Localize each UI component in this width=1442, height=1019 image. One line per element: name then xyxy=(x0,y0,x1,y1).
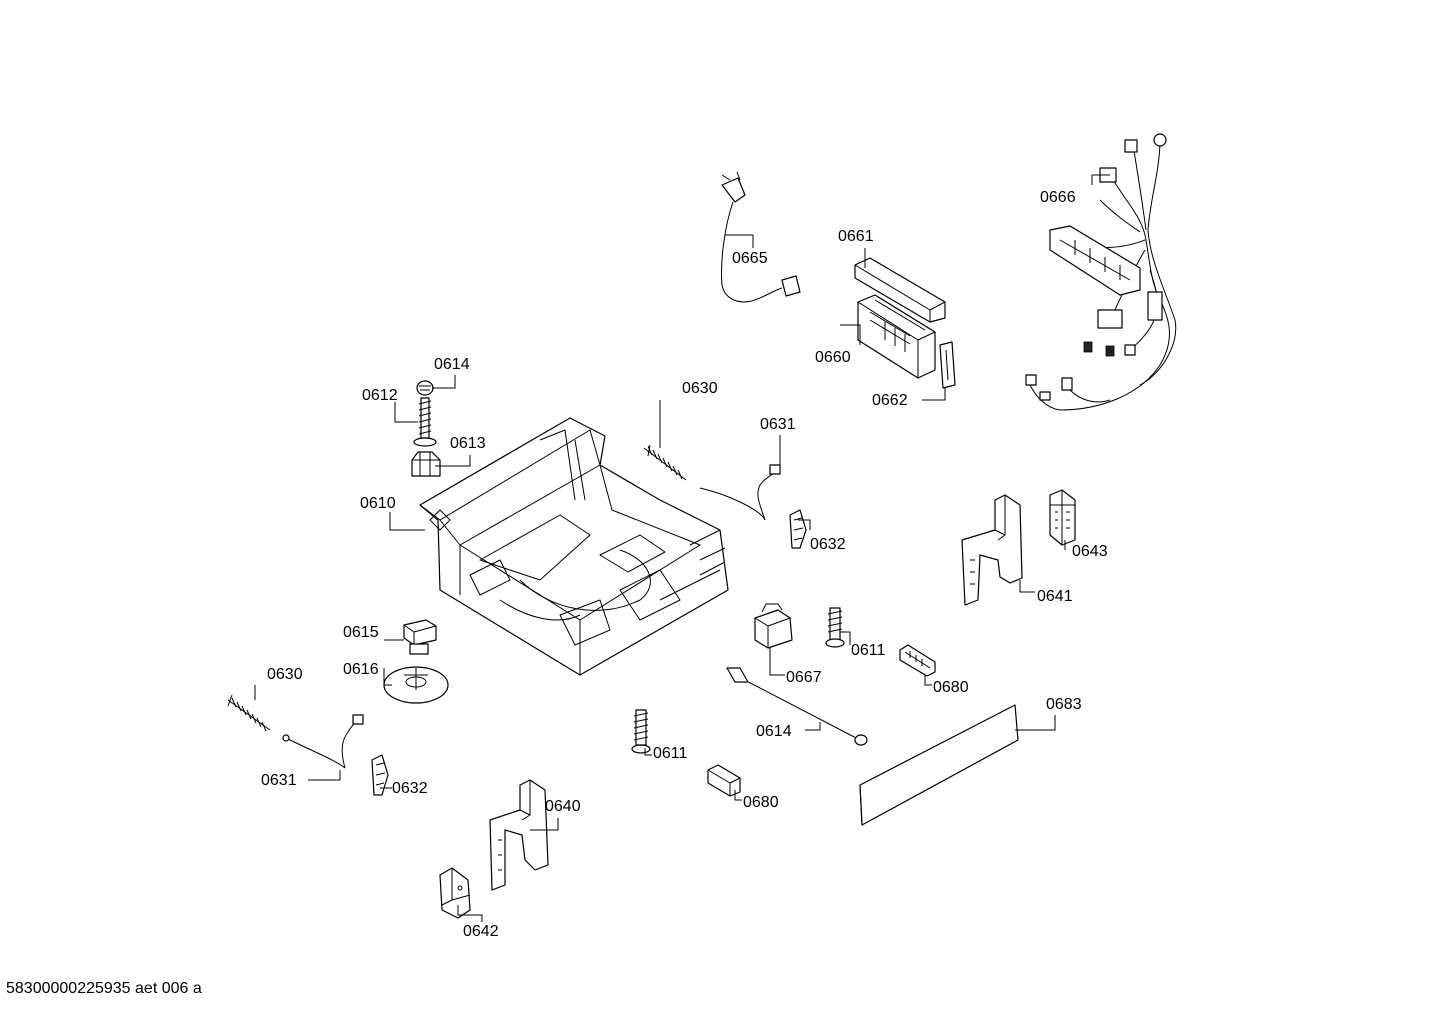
label-0611: 0611 xyxy=(653,745,688,762)
label-0680: 0680 xyxy=(743,794,779,811)
clip-0680-lower-part[interactable] xyxy=(707,764,741,797)
label-0641: 0641 xyxy=(1037,588,1073,605)
bracket-0640-part[interactable] xyxy=(489,779,549,891)
label-0630: 0630 xyxy=(682,380,718,397)
threaded-foot-0611-lower-part[interactable] xyxy=(631,709,651,754)
label-0614: 0614 xyxy=(434,356,470,373)
label-0666: 0666 xyxy=(1040,189,1076,206)
clip-0632-upper-part[interactable] xyxy=(789,509,807,549)
label-0661: 0661 xyxy=(838,228,874,245)
bracket-0641-part[interactable] xyxy=(961,494,1023,606)
part-labels: 0666 0665 0661 0660 0662 0614 0612 0613 … xyxy=(261,189,1108,940)
bracket-0642-part[interactable] xyxy=(439,867,471,919)
label-0683: 0683 xyxy=(1046,696,1082,713)
base-tub-part[interactable] xyxy=(419,417,729,676)
label-0667: 0667 xyxy=(786,669,822,686)
panel-0683-part[interactable] xyxy=(859,704,1019,826)
label-0610: 0610 xyxy=(360,495,396,512)
label-0642: 0642 xyxy=(463,923,499,940)
label-0632: 0632 xyxy=(392,780,428,797)
label-0632: 0632 xyxy=(810,536,846,553)
holder-0667-part[interactable] xyxy=(754,603,793,649)
label-0615: 0615 xyxy=(343,624,379,641)
foot-base-0613-part[interactable] xyxy=(411,451,441,477)
threaded-foot-0612-part[interactable] xyxy=(413,397,437,447)
rod-0614-lower-part[interactable] xyxy=(726,667,868,746)
control-cover-part[interactable] xyxy=(854,257,946,323)
control-housing-part[interactable] xyxy=(857,294,936,379)
leader-lines xyxy=(254,174,1110,922)
bracket-0643-part[interactable] xyxy=(1049,489,1076,546)
label-0665: 0665 xyxy=(732,250,768,267)
sensor-cable-0631-upper-part[interactable] xyxy=(699,464,781,521)
label-0640: 0640 xyxy=(545,798,581,815)
label-0631: 0631 xyxy=(261,772,297,789)
label-0630: 0630 xyxy=(267,666,303,683)
label-0631: 0631 xyxy=(760,416,796,433)
spring-0630-upper-part[interactable] xyxy=(643,444,687,481)
clip-0632-lower-part[interactable] xyxy=(371,754,389,796)
wiring-harness-part[interactable] xyxy=(1025,133,1177,411)
bracket-0662-part[interactable] xyxy=(939,341,956,389)
clip-0680-right-part[interactable] xyxy=(899,644,936,677)
label-0643: 0643 xyxy=(1072,543,1108,560)
disc-0616-part[interactable] xyxy=(383,666,449,704)
label-0611: 0611 xyxy=(851,642,886,659)
connector-0615-part[interactable] xyxy=(403,619,437,655)
label-0660: 0660 xyxy=(815,349,851,366)
sensor-cable-0631-lower-part[interactable] xyxy=(282,714,364,769)
label-0612: 0612 xyxy=(362,387,398,404)
document-id-footer: 58300000225935 aet 006 a xyxy=(6,980,202,997)
threaded-foot-0611-right-part[interactable] xyxy=(825,607,845,648)
label-0613: 0613 xyxy=(450,435,486,452)
spring-0630-lower-part[interactable] xyxy=(227,694,271,732)
label-0616: 0616 xyxy=(343,661,379,678)
label-0662: 0662 xyxy=(872,392,908,409)
cap-0614-part[interactable] xyxy=(416,380,434,396)
label-0680: 0680 xyxy=(933,679,969,696)
power-cord-part[interactable] xyxy=(721,171,801,303)
label-0614: 0614 xyxy=(756,723,792,740)
